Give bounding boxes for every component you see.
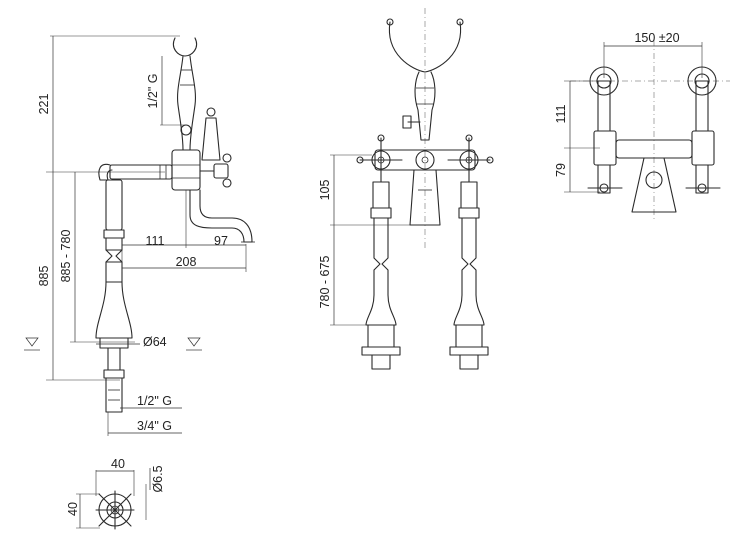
dim-885-780-label: 885 - 780 xyxy=(59,230,73,283)
dim-780-675-label: 780 - 675 xyxy=(318,256,332,309)
base-dim-40-height-label: 40 xyxy=(66,502,80,516)
base-dim-dia6-5-label: Ø6.5 xyxy=(151,465,165,492)
dim-half-inch-top-label: 1/2" G xyxy=(146,73,160,108)
top-dim-79-label: 79 xyxy=(554,163,568,177)
dim-97-label: 97 xyxy=(214,234,228,248)
dim-221-label: 221 xyxy=(37,94,51,115)
top-view: 150 ±20 111 79 xyxy=(554,31,730,220)
dim-111-label: 111 xyxy=(145,234,164,248)
side-view: 221 885 885 - 780 1/2" G 111 97 208 Ø64 … xyxy=(24,35,255,436)
base-view: 40 40 Ø6.5 xyxy=(66,457,165,530)
dim-dia64-label: Ø64 xyxy=(143,335,167,349)
dim-208-label: 208 xyxy=(176,255,197,269)
dim-150-label: 150 ±20 xyxy=(634,31,679,45)
front-view: 105 780 - 675 xyxy=(318,8,494,370)
base-dim-40-width-label: 40 xyxy=(111,457,125,471)
dim-885-label: 885 xyxy=(37,266,51,287)
top-dim-111-label: 111 xyxy=(554,104,568,123)
dim-half-inch-bottom-label: 1/2" G xyxy=(137,394,172,408)
dim-three-quarter-label: 3/4" G xyxy=(137,419,172,433)
dim-105-label: 105 xyxy=(318,180,332,201)
